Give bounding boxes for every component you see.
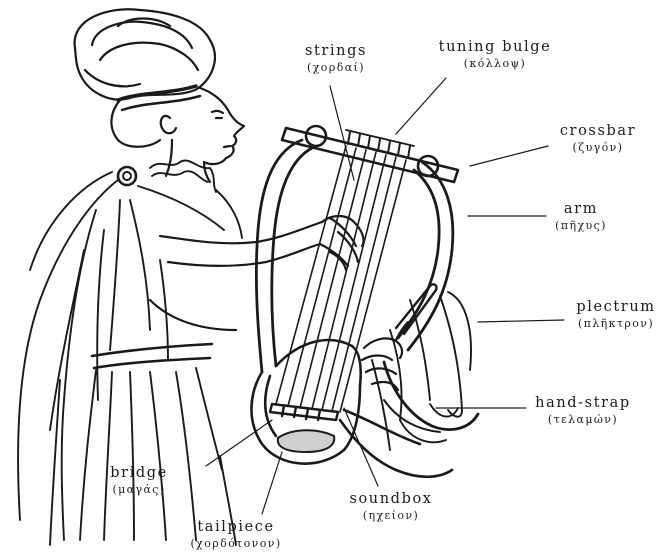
- figure-head: [75, 9, 244, 182]
- label-tuning-bulge-en: tuning bulge: [420, 38, 570, 56]
- label-plectrum: plectrum (πλῆκτρον): [568, 298, 664, 331]
- label-strings-en: strings: [292, 42, 380, 60]
- leader-tailpiece: [262, 452, 282, 514]
- lyre-soundbox: [251, 340, 452, 477]
- leader-tuning: [396, 78, 446, 134]
- label-crossbar: crossbar (ζυγόν): [546, 122, 650, 155]
- label-plectrum-gr: (πλῆκτρον): [568, 316, 664, 331]
- label-hand-strap-gr: (τελαμών): [524, 412, 642, 427]
- label-bridge-en: bridge: [94, 464, 184, 482]
- label-tuning-bulge: tuning bulge (κόλλοψ): [420, 38, 570, 71]
- label-soundbox-en: soundbox: [336, 490, 446, 508]
- label-plectrum-en: plectrum: [568, 298, 664, 316]
- leader-plectrum: [478, 320, 564, 322]
- label-arm: arm (πῆχυς): [548, 200, 614, 233]
- label-tailpiece-en: tailpiece: [170, 518, 302, 536]
- label-arm-en: arm: [548, 200, 614, 218]
- label-hand-strap-en: hand-strap: [524, 394, 642, 412]
- label-strings: strings (χορδαί): [292, 42, 380, 75]
- label-bridge-gr: (μαγάς): [94, 482, 184, 497]
- label-soundbox: soundbox (ηχείον): [336, 490, 446, 523]
- label-soundbox-gr: (ηχείον): [336, 508, 446, 523]
- label-crossbar-en: crossbar: [546, 122, 650, 140]
- plectrum: [396, 284, 437, 334]
- lyre-tailpiece: [278, 430, 334, 452]
- leader-soundbox: [344, 408, 378, 486]
- label-strings-gr: (χορδαί): [292, 60, 380, 75]
- lyre-bridge: [270, 404, 338, 420]
- label-arm-gr: (πῆχυς): [548, 218, 614, 233]
- label-crossbar-gr: (ζυγόν): [546, 140, 650, 155]
- label-bridge: bridge (μαγάς): [94, 464, 184, 497]
- label-hand-strap: hand-strap (τελαμών): [524, 394, 642, 427]
- hand-strap: [384, 362, 478, 430]
- label-tailpiece-gr: (χορδότονον): [170, 536, 302, 551]
- leader-lines: [206, 78, 564, 514]
- leader-crossbar: [470, 146, 548, 166]
- label-tailpiece: tailpiece (χορδότονον): [170, 518, 302, 551]
- label-tuning-bulge-gr: (κόλλοψ): [420, 56, 570, 71]
